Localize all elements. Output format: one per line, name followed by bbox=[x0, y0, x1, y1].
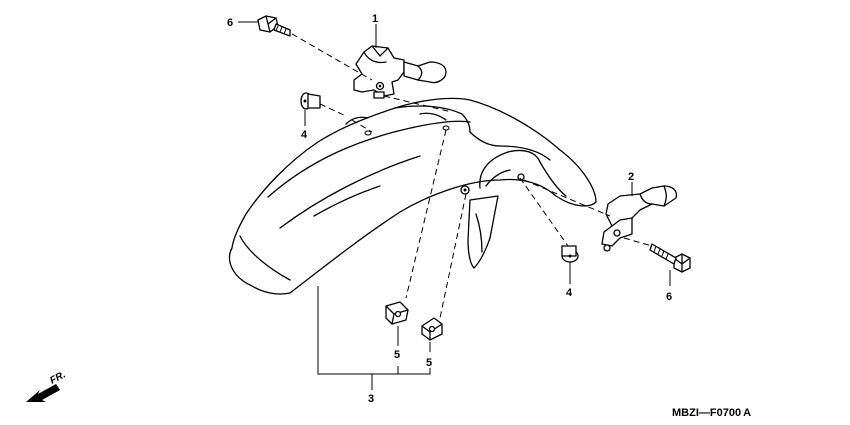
bracket-1 bbox=[353, 45, 447, 99]
callout-6-lower: 6 bbox=[666, 291, 672, 303]
clip-nut-5-left bbox=[385, 301, 409, 325]
diagram-code-suffix: A bbox=[743, 407, 751, 419]
callout-3: 3 bbox=[368, 393, 374, 405]
leader-lines bbox=[238, 21, 671, 390]
callout-5-right: 5 bbox=[426, 357, 432, 369]
screw-4-lower bbox=[561, 245, 579, 263]
callout-6-upper: 6 bbox=[227, 17, 233, 29]
diagram-code-main: MBZI—F0700 bbox=[672, 407, 741, 419]
bracket-2 bbox=[601, 185, 678, 252]
bolt-6-lower bbox=[649, 243, 691, 273]
callout-2: 2 bbox=[628, 171, 634, 183]
callout-4-upper: 4 bbox=[301, 129, 308, 141]
front-fender bbox=[228, 97, 597, 295]
bolt-6-upper bbox=[257, 15, 291, 37]
callout-1: 1 bbox=[372, 13, 378, 25]
direction-label: FR. bbox=[48, 369, 67, 386]
assembly-lines bbox=[291, 33, 653, 319]
callout-4-lower: 4 bbox=[566, 287, 573, 299]
front-direction-arrow-icon: FR. bbox=[26, 369, 68, 402]
screw-4-upper bbox=[300, 92, 321, 110]
callout-5-left: 5 bbox=[394, 349, 400, 361]
clip-nut-5-right bbox=[421, 317, 443, 341]
